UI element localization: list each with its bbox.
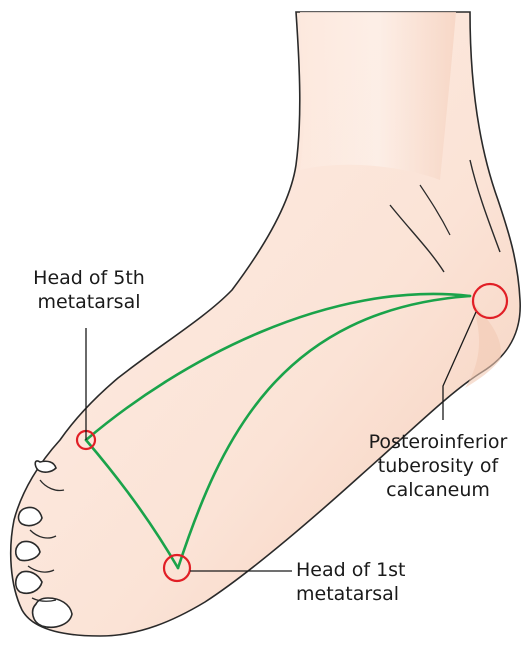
- label-head-1st-line2: metatarsal: [296, 582, 446, 606]
- label-head-5th-line1: Head of 5th: [20, 266, 158, 290]
- label-calcaneum-line3: calcaneum: [356, 478, 520, 502]
- label-calcaneum-line2: tuberosity of: [356, 454, 520, 478]
- label-posteroinferior-tuberosity: Posteroinferior tuberosity of calcaneum: [356, 430, 520, 502]
- foot-outline: [11, 12, 520, 636]
- toe-nail-5: [35, 461, 56, 472]
- label-head-5th-line2: metatarsal: [20, 290, 158, 314]
- label-head-1st-metatarsal: Head of 1st metatarsal: [296, 558, 446, 606]
- label-head-1st-line1: Head of 1st: [296, 558, 446, 582]
- label-head-5th-metatarsal: Head of 5th metatarsal: [20, 266, 158, 314]
- toe-nail-4: [19, 507, 42, 525]
- label-calcaneum-line1: Posteroinferior: [356, 430, 520, 454]
